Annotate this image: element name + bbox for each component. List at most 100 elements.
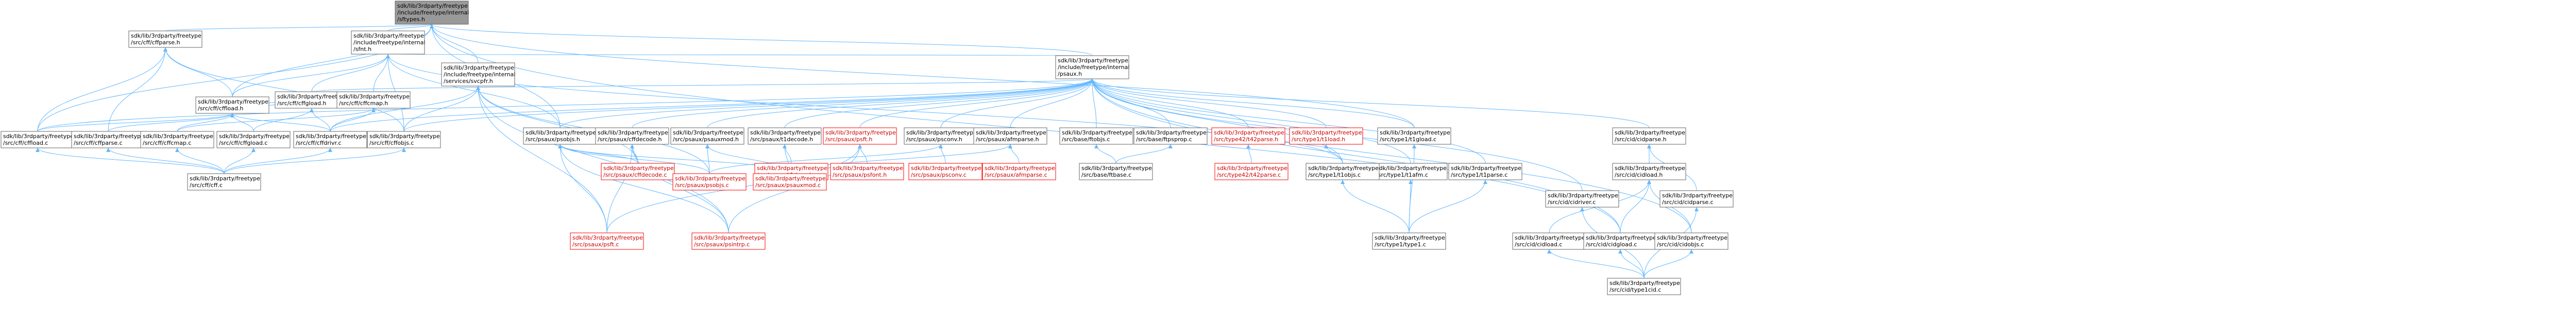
node-label-line: /src/psaux/psft.h [825,136,872,143]
graph-node-n34[interactable]: sdk/lib/3rdparty/freetype/src/psaux/afmp… [982,163,1056,180]
graph-edge [560,78,1093,128]
edge-arrowhead [36,148,40,152]
node-label-line: /src/cid/cidgload.c [1586,241,1637,248]
graph-node-n24[interactable]: sdk/lib/3rdparty/freetype/src/type42/t42… [1211,127,1285,145]
graph-node-n47[interactable]: sdk/lib/3rdparty/freetype/src/cid/cidglo… [1583,232,1657,250]
graph-node-n17[interactable]: sdk/lib/3rdparty/freetype/src/psaux/psau… [670,127,744,145]
graph-node-n33[interactable]: sdk/lib/3rdparty/freetype/src/psaux/psco… [908,163,982,180]
node-label-line: sdk/lib/3rdparty/freetype [397,3,468,9]
graph-node-n1[interactable]: sdk/lib/3rdparty/freetype/src/cff/cffpar… [128,30,202,48]
node-label-line: sdk/lib/3rdparty/freetype [198,98,268,105]
node-label-line: /src/psaux/psobjs.h [526,136,580,143]
node-label-line: sdk/lib/3rdparty/freetype [131,32,201,39]
edge-arrowhead [310,108,314,112]
graph-node-n40[interactable]: sdk/lib/3rdparty/freetype/src/cid/cidloa… [1612,163,1686,180]
graph-node-n44[interactable]: sdk/lib/3rdparty/freetype/src/psaux/psin… [691,232,766,250]
graph-node-n49[interactable]: sdk/lib/3rdparty/freetype/src/cid/type1c… [1607,278,1681,295]
node-label-line: /src/type42/t42parse.h [1214,136,1278,143]
graph-node-n11[interactable]: sdk/lib/3rdparty/freetype/src/cff/cffglo… [216,131,291,148]
node-label-line: sdk/lib/3rdparty/freetype [296,133,366,140]
graph-node-n25[interactable]: sdk/lib/3rdparty/freetype/src/type1/t1lo… [1289,127,1363,145]
edge-arrowhead [386,54,390,58]
node-box [1306,163,1380,180]
graph-node-n45[interactable]: sdk/lib/3rdparty/freetype/src/type1/type… [1372,232,1446,250]
graph-edge [387,54,1343,164]
edge-arrowhead [1094,144,1098,148]
graph-node-n28[interactable]: sdk/lib/3rdparty/freetype/src/psaux/cffd… [601,163,675,180]
graph-node-n46[interactable]: sdk/lib/3rdparty/freetype/src/cid/cidloa… [1512,232,1586,250]
node-label-line: /src/psaux/cffdecode.h [598,136,662,143]
graph-edge [560,144,729,233]
graph-node-n23[interactable]: sdk/lib/3rdparty/freetype/src/base/ftpsp… [1133,127,1208,145]
graph-edge [224,147,404,174]
graph-node-n32[interactable]: sdk/lib/3rdparty/freetype/src/psaux/psfo… [830,163,904,180]
graph-node-n13[interactable]: sdk/lib/3rdparty/freetype/src/cff/cffobj… [367,131,441,148]
graph-node-n15[interactable]: sdk/lib/3rdparty/freetype/src/psaux/psob… [523,127,597,145]
graph-node-n39[interactable]: sdk/lib/3rdparty/freetype/src/type1/t1pa… [1448,163,1522,180]
node-label-line: sdk/lib/3rdparty/freetype [833,165,903,172]
graph-node-n3[interactable]: sdk/lib/3rdparty/freetype/include/freety… [441,62,515,87]
node-label-line: sdk/lib/3rdparty/freetype [1615,165,1685,172]
graph-edge [387,54,1093,56]
node-box [351,30,425,55]
graph-node-n0[interactable]: sdk/lib/3rdparty/freetype/include/freety… [395,1,469,25]
graph-edge [431,24,1093,56]
graph-edge [1620,179,1650,233]
graph-node-n22[interactable]: sdk/lib/3rdparty/freetype/src/base/ftobj… [1059,127,1133,145]
graph-edge [1092,78,1650,128]
graph-node-n19[interactable]: sdk/lib/3rdparty/freetype/src/psaux/psft… [823,127,897,145]
node-layer: sdk/lib/3rdparty/freetype/include/freety… [1,1,1734,295]
graph-node-n27[interactable]: sdk/lib/3rdparty/freetype/src/cid/cidpar… [1612,127,1686,145]
graph-node-n12[interactable]: sdk/lib/3rdparty/freetype/src/cff/cffdri… [293,131,367,148]
node-label-line: /src/type1/t1afm.c [1376,172,1428,178]
graph-node-n8[interactable]: sdk/lib/3rdparty/freetype/src/cff/cffloa… [1,131,75,148]
graph-node-n5[interactable]: sdk/lib/3rdparty/freetype/src/cff/cffloa… [195,96,269,114]
graph-edge [1092,78,1249,128]
graph-node-n42[interactable]: sdk/lib/3rdparty/freetype/src/cid/cidpar… [1659,190,1734,208]
graph-node-n30[interactable]: sdk/lib/3rdparty/freetype/src/psaux/psob… [672,173,747,191]
graph-node-n16[interactable]: sdk/lib/3rdparty/freetype/src/psaux/cffd… [595,127,669,145]
node-label-line: /include/freetype/internal [353,39,425,46]
graph-node-n9[interactable]: sdk/lib/3rdparty/freetype/src/cff/cffpar… [71,131,145,148]
edge-arrowhead [402,148,406,152]
graph-node-n26[interactable]: sdk/lib/3rdparty/freetype/src/type1/t1gl… [1377,127,1451,145]
graph-node-n18[interactable]: sdk/lib/3rdparty/freetype/src/psaux/t1de… [748,127,822,145]
node-label-line: /src/base/ftbase.c [1081,172,1131,178]
graph-node-n2[interactable]: sdk/lib/3rdparty/freetype/include/freety… [351,30,425,55]
edge-arrowhead [175,148,179,152]
graph-node-n21[interactable]: sdk/lib/3rdparty/freetype/src/psaux/afmp… [973,127,1047,145]
node-box [1612,127,1686,145]
graph-node-n14[interactable]: sdk/lib/3rdparty/freetype/src/cff/cff.c [187,173,261,191]
node-label-line: /src/psaux/afmparse.c [985,172,1047,178]
edge-arrowhead [251,148,256,152]
node-label-line: sdk/lib/3rdparty/freetype [1292,129,1362,136]
node-label-line: sdk/lib/3rdparty/freetype [1586,234,1656,241]
graph-node-n31[interactable]: sdk/lib/3rdparty/freetype/src/psaux/psau… [753,173,827,191]
graph-node-n36[interactable]: sdk/lib/3rdparty/freetype/src/type42/t42… [1214,163,1289,180]
graph-node-n38[interactable]: sdk/lib/3rdparty/freetype/src/type1/t1ob… [1306,163,1380,180]
graph-node-n6[interactable]: sdk/lib/3rdparty/freetype/src/cff/cffglo… [275,91,349,109]
node-box [71,131,145,148]
node-box [904,127,978,145]
graph-edge [431,24,1415,128]
graph-node-n7[interactable]: sdk/lib/3rdparty/freetype/src/cff/cffcma… [336,91,411,109]
node-label-line: sdk/lib/3rdparty/freetype [1451,165,1521,172]
graph-node-n35[interactable]: sdk/lib/3rdparty/freetype/src/base/ftbas… [1079,163,1153,180]
node-box [216,131,291,148]
graph-node-n4[interactable]: sdk/lib/3rdparty/freetype/include/freety… [1055,55,1129,79]
graph-edge [1342,179,1410,233]
node-box [1448,163,1522,180]
graph-edge [108,113,233,132]
graph-node-n37[interactable]: sdk/lib/3rdparty/freetype/src/type1/t1af… [1374,163,1448,180]
node-label-line: /src/type1/t1objs.c [1308,172,1361,178]
node-label-line: /src/psaux/psauxmod.c [755,182,821,189]
node-label-line: sdk/lib/3rdparty/freetype [906,129,977,136]
node-box [367,131,441,148]
graph-node-n43[interactable]: sdk/lib/3rdparty/freetype/src/psaux/psft… [570,232,644,250]
graph-node-n10[interactable]: sdk/lib/3rdparty/freetype/src/cff/cffcma… [140,131,214,148]
graph-node-n20[interactable]: sdk/lib/3rdparty/freetype/src/psaux/psco… [904,127,978,145]
graph-node-n48[interactable]: sdk/lib/3rdparty/freetype/src/cid/cidobj… [1654,232,1728,250]
node-label-line: /src/cid/cidload.c [1515,241,1562,248]
graph-node-n41[interactable]: sdk/lib/3rdparty/freetype/src/cid/cidriv… [1545,190,1619,208]
node-label-line: sdk/lib/3rdparty/freetype [1380,129,1450,136]
